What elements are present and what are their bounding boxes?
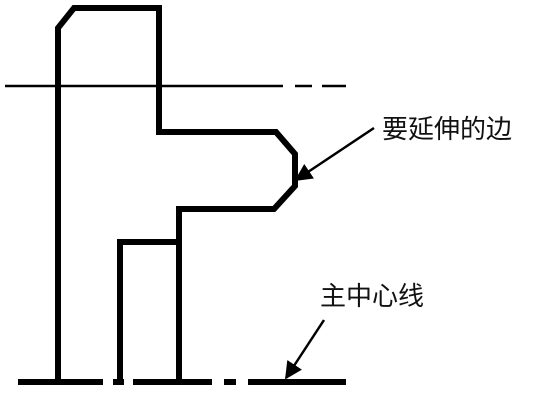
centerline-leader-arrow <box>284 319 326 380</box>
main-centerline-label: 主中心线 <box>320 282 424 312</box>
part-outline <box>55 5 298 382</box>
edge-to-extend-label: 要延伸的边 <box>382 115 512 145</box>
edge-leader-arrow <box>294 126 375 182</box>
inner-step-outline <box>117 239 179 382</box>
